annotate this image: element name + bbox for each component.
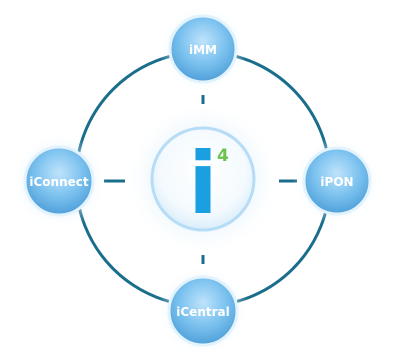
center-circle (150, 126, 256, 232)
center-superscript: 4 (217, 146, 229, 166)
center-letter: i (188, 134, 217, 234)
node-left[interactable] (23, 145, 95, 217)
node-top[interactable] (168, 14, 238, 84)
node-label-bottom: iCentral (176, 305, 229, 319)
node-label-right: iPON (320, 175, 353, 189)
node-bottom[interactable] (167, 275, 239, 347)
node-label-top: iMM (189, 43, 217, 57)
node-right[interactable] (302, 146, 372, 216)
node-label-left: iConnect (29, 175, 89, 189)
